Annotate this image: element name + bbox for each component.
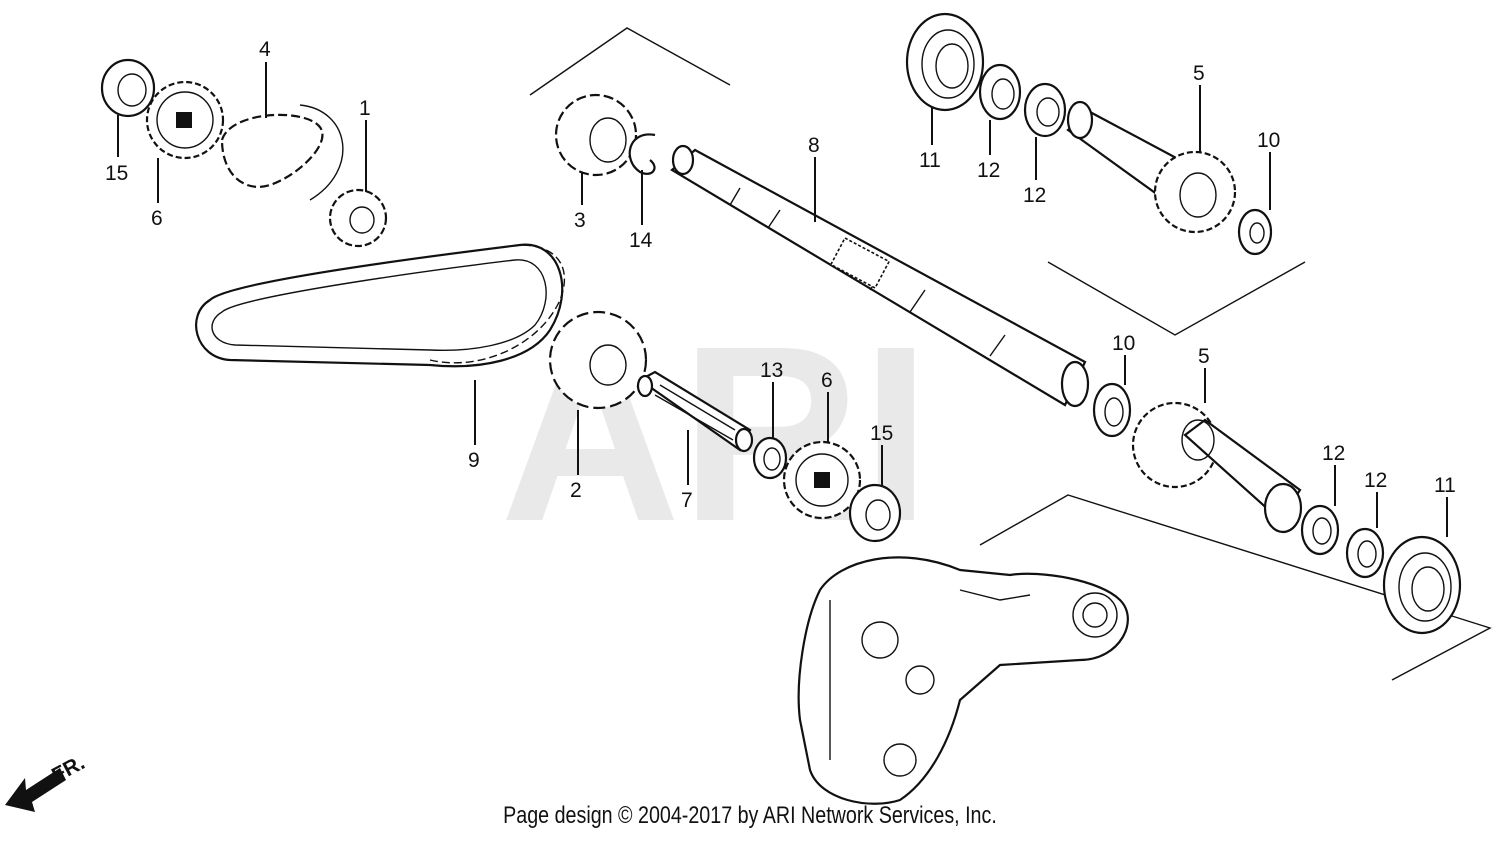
callout-5-upper: 5: [1193, 62, 1205, 85]
assembly-bracket-upper-right: [1047, 261, 1306, 336]
gear-5-upper: [1066, 100, 1237, 234]
sprocket-1: [328, 188, 388, 248]
callout-2: 2: [570, 479, 582, 502]
callout-10-lower: 10: [1112, 332, 1135, 355]
callout-12-lower-a: 12: [1322, 442, 1345, 465]
callout-11-upper: 11: [919, 149, 941, 172]
front-direction-arrow-icon: [5, 768, 66, 812]
assembly-bracket-lower-right: [979, 494, 1492, 681]
bearing-15-lower: [848, 483, 902, 543]
bearing-15-upper: [100, 58, 156, 118]
sprocket-2: [548, 310, 648, 410]
washer-10-upper: [1237, 208, 1273, 256]
callout-1: 1: [359, 97, 371, 120]
seal-12-upper-a: [978, 63, 1022, 121]
bearing-11-lower: [1382, 535, 1462, 635]
gear-5-lower: [1131, 401, 1303, 534]
shaft-8: [670, 144, 1090, 408]
callout-10-upper: 10: [1257, 129, 1280, 152]
sprocket-3: [554, 93, 638, 177]
circlip-14: [628, 133, 656, 175]
assembly-bracket-upper-left: [529, 27, 731, 96]
splined-shaft-7: [636, 370, 754, 453]
callout-7: 7: [681, 489, 693, 512]
bearing-11-upper: [905, 12, 985, 112]
callout-6-upper: 6: [151, 207, 163, 230]
washer-10-lower: [1092, 382, 1132, 438]
seal-12-upper-b: [1023, 82, 1067, 138]
sprocket-6-upper: [145, 80, 225, 160]
copyright-footer: Page design © 2004-2017 by ARI Network S…: [503, 802, 997, 829]
seal-12-lower-a: [1300, 504, 1340, 556]
crankcase-housing: [797, 556, 1129, 805]
chain-9: [195, 243, 566, 368]
callout-8: 8: [808, 134, 820, 157]
callout-6-lower: 6: [821, 369, 833, 392]
callout-11-lower: 11: [1434, 474, 1456, 497]
callout-12-upper-b: 12: [1023, 184, 1046, 207]
callout-9: 9: [468, 449, 480, 472]
callout-15-lower: 15: [870, 422, 893, 445]
callout-13: 13: [760, 359, 783, 382]
seal-12-lower-b: [1345, 527, 1385, 579]
sprocket-6-lower: [782, 440, 862, 520]
collar-13: [752, 436, 788, 480]
callout-15-upper: 15: [105, 162, 128, 185]
chain-4: [220, 104, 344, 201]
leader-lines: [117, 62, 1448, 537]
callout-12-upper-a: 12: [977, 159, 1000, 182]
callout-4: 4: [259, 38, 271, 61]
callout-3: 3: [574, 209, 586, 232]
callout-12-lower-b: 12: [1364, 469, 1387, 492]
callout-14: 14: [629, 229, 653, 252]
callout-5-lower: 5: [1198, 345, 1210, 368]
